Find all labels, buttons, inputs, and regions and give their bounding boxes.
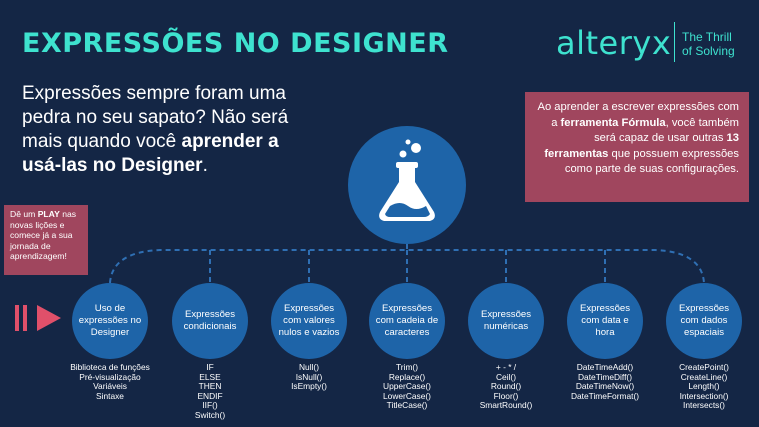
lead-bold: aprender a usá-las no Designer	[22, 131, 279, 176]
topic-label: Expressões com valores nulos e vazios	[278, 303, 340, 338]
function-item: Variáveis	[93, 381, 127, 392]
function-item: + - * /	[495, 362, 517, 372]
callout-bold: PLAY	[37, 209, 60, 219]
play-icon[interactable]	[15, 303, 63, 333]
lead-plain: Expressões sempre foram uma pedra no seu…	[22, 83, 289, 152]
function-item: Intersects()	[683, 400, 725, 411]
function-item: Biblioteca de funções	[70, 362, 150, 372]
function-item: IF	[206, 362, 214, 372]
function-list: CreatePoint()CreateLine()Length()Interse…	[649, 362, 759, 411]
page-title: EXPRESSÕES NO DESIGNER	[22, 28, 449, 59]
function-item: ENDIF	[197, 390, 223, 401]
function-item: DateTimeFormat()	[570, 390, 640, 401]
function-item: Round()	[490, 381, 522, 392]
function-item: IsEmpty()	[291, 381, 327, 392]
function-item: THEN	[198, 381, 222, 392]
function-list: DateTimeAdd()DateTimeDiff()DateTimeNow()…	[550, 362, 660, 401]
function-item: IIF()	[202, 400, 218, 411]
callout-text-2: nas novas lições e comece já a sua jorna…	[10, 209, 77, 261]
topic-circle[interactable]: Expressões com dados espaciais	[666, 283, 742, 359]
info-text-3: que possuem expressões como parte de sua…	[564, 147, 739, 176]
lead-text: Expressões sempre foram uma pedra no seu…	[22, 82, 292, 178]
function-item: Trim()	[395, 362, 418, 372]
topic-circle[interactable]: Expressões numéricas	[468, 283, 544, 359]
function-item: Switch()	[194, 409, 226, 420]
info-bold-2: 13 ferramentas	[544, 132, 739, 160]
function-item: DateTimeNow()	[575, 381, 635, 392]
function-list: Trim()Replace()UpperCase()LowerCase()Tit…	[352, 362, 462, 411]
function-item: ELSE	[199, 371, 221, 382]
play-callout-box: Dê um PLAY nas novas lições e comece já …	[4, 205, 88, 275]
topic-label: Uso de expressões no Designer	[78, 303, 142, 338]
logo-tagline: The Thrill of Solving	[682, 30, 752, 58]
function-item: CreateLine()	[680, 371, 728, 382]
function-item: Floor()	[493, 390, 519, 401]
function-item: Ceil()	[495, 371, 516, 382]
function-item: Pré-visualização	[79, 371, 141, 382]
function-item: Null()	[298, 362, 319, 372]
function-item: Replace()	[388, 371, 426, 382]
function-item: TitleCase()	[386, 400, 428, 411]
function-item: Intersection()	[679, 390, 729, 401]
info-text-2: , você também será capaz de usar outras	[594, 116, 739, 145]
topic-circle[interactable]: Expressões condicionais	[172, 283, 248, 359]
topic-label: Expressões com cadeia de caracteres	[375, 303, 439, 338]
callout-text-1: Dê um	[10, 209, 38, 219]
function-item: SmartRound()	[479, 400, 533, 411]
logo-divider	[674, 22, 675, 62]
function-list: Null()IsNull()IsEmpty()	[254, 362, 364, 392]
topic-label: Expressões com data e hora	[579, 303, 631, 338]
function-item: DateTimeAdd()	[576, 362, 634, 372]
function-item: Length()	[688, 381, 720, 392]
tagline-line-1: The Thrill	[682, 30, 732, 44]
topic-circle[interactable]: Expressões com cadeia de caracteres	[369, 283, 445, 359]
flask-icon	[348, 126, 466, 244]
topic-label: Expressões numéricas	[480, 309, 532, 332]
formula-info-box: Ao aprender a escrever expressões com a …	[525, 92, 749, 202]
function-item: UpperCase()	[383, 381, 431, 392]
function-item: LowerCase()	[383, 390, 431, 401]
function-item: CreatePoint()	[679, 362, 729, 372]
alteryx-logo: alteryx	[556, 24, 672, 62]
function-item: DateTimeDiff()	[578, 371, 632, 382]
topic-label: Expressões condicionais	[183, 309, 237, 332]
topic-label: Expressões com dados espaciais	[678, 303, 730, 338]
tagline-line-2: of Solving	[682, 44, 735, 58]
topic-circle[interactable]: Expressões com data e hora	[567, 283, 643, 359]
info-bold-1: ferramenta Fórmula	[560, 116, 666, 129]
function-item: Sintaxe	[96, 390, 124, 401]
topic-circle[interactable]: Expressões com valores nulos e vazios	[271, 283, 347, 359]
lead-end: .	[202, 155, 208, 176]
topic-circle[interactable]: Uso de expressões no Designer	[72, 283, 148, 359]
function-list: + - * /Ceil()Round()Floor()SmartRound()	[451, 362, 561, 411]
function-item: IsNull()	[295, 371, 323, 382]
info-text-1: Ao aprender a escrever expressões com a	[537, 101, 739, 129]
